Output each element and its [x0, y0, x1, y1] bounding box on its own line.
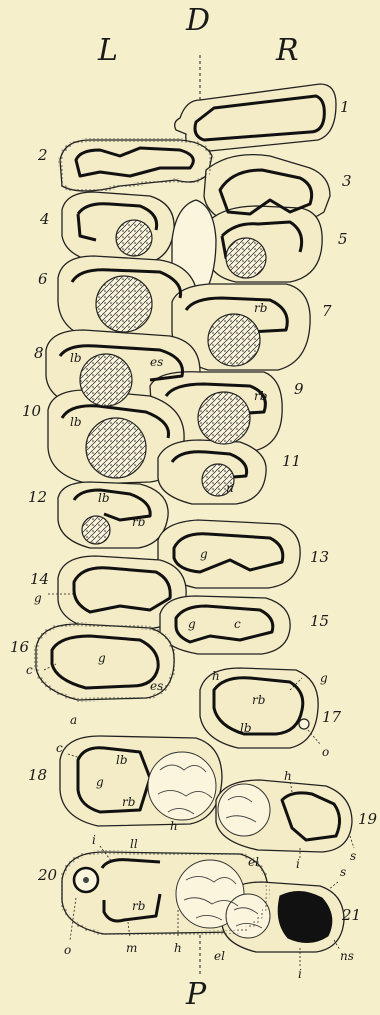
section-number-6: 6 — [38, 272, 48, 287]
section-number-18: 18 — [28, 768, 47, 783]
section-number-1: 1 — [340, 100, 350, 115]
label-el-21: el — [214, 950, 225, 962]
section-number-17: 17 — [322, 710, 341, 725]
label-h-19: h — [284, 770, 292, 782]
label-rb-20: rb — [132, 900, 145, 912]
label-n-11: n — [226, 482, 234, 494]
section-number-3: 3 — [342, 174, 352, 189]
gland-7 — [208, 314, 260, 366]
section-number-8: 8 — [34, 346, 44, 361]
label-lb-12: lb — [98, 492, 110, 504]
label-rb-7: rb — [254, 302, 267, 314]
label-g-15: g — [188, 618, 196, 630]
section-number-14: 14 — [30, 572, 49, 587]
gland-5 — [226, 238, 266, 278]
section-15-outline — [160, 596, 290, 654]
label-g-13: g — [200, 548, 208, 560]
section-number-12: 12 — [28, 490, 47, 505]
section-number-9: 9 — [294, 382, 304, 397]
label-ll-20: ll — [130, 838, 138, 850]
label-lb-18: lb — [116, 754, 128, 766]
gland-4 — [116, 220, 152, 256]
section-number-16: 16 — [10, 640, 29, 655]
section-number-19: 19 — [358, 812, 377, 827]
label-rb-9: rb — [254, 390, 267, 402]
label-lb-17: lb — [240, 722, 252, 734]
label-i-19: i — [296, 858, 300, 870]
orientation-posterior: P — [186, 980, 206, 1010]
label-es-8: es — [150, 356, 163, 368]
label-s-19: s — [350, 850, 356, 862]
label-g-14: g — [34, 592, 42, 604]
gland-9 — [198, 392, 250, 444]
label-h-17: h — [212, 670, 220, 682]
label-ns-21: ns — [340, 950, 354, 962]
label-s-21: s — [340, 866, 346, 878]
label-rb-17: rb — [252, 694, 265, 706]
gland-8 — [80, 354, 132, 406]
label-m-20: m — [126, 942, 137, 954]
section-number-13: 13 — [310, 550, 329, 565]
label-g-17: g — [320, 672, 328, 684]
label-o-17: o — [322, 746, 329, 758]
section-number-15: 15 — [310, 614, 329, 629]
label-lb-10: lb — [70, 416, 82, 428]
orientation-left: L — [98, 36, 118, 66]
gland-12 — [82, 516, 110, 544]
label-o-20: o — [64, 944, 71, 956]
section-number-10: 10 — [22, 404, 41, 419]
o-17 — [299, 719, 309, 729]
section-number-4: 4 — [40, 212, 50, 227]
label-h-20: h — [174, 942, 182, 954]
o-20-center — [83, 877, 89, 883]
label-i-20: i — [92, 834, 96, 846]
el-18 — [148, 752, 216, 820]
label-rb-18: rb — [122, 796, 135, 808]
orientation-dorsal: D — [186, 6, 210, 36]
label-el-20: el — [248, 856, 259, 868]
section-number-2: 2 — [38, 148, 48, 163]
label-g-16: g — [98, 652, 106, 664]
gland-6 — [96, 276, 152, 332]
gland-10 — [86, 418, 146, 478]
label-a-16: a — [70, 714, 77, 726]
label-h-18: h — [170, 820, 178, 832]
section-number-20: 20 — [38, 868, 57, 883]
label-g-18: g — [96, 776, 104, 788]
label-rb-12: rb — [132, 516, 145, 528]
section-5-outline — [208, 206, 322, 282]
label-es-16: es — [150, 680, 163, 692]
label-i-21: i — [298, 968, 302, 980]
orientation-right: R — [276, 36, 299, 66]
el-19 — [218, 784, 270, 836]
section-number-21: 21 — [342, 908, 361, 923]
label-c-18: c — [56, 742, 63, 754]
section-number-5: 5 — [338, 232, 348, 247]
label-c-16: c — [26, 664, 33, 676]
section-number-11: 11 — [282, 454, 301, 469]
section-number-7: 7 — [322, 304, 332, 319]
label-c-15: c — [234, 618, 241, 630]
label-lb-8: lb — [70, 352, 82, 364]
